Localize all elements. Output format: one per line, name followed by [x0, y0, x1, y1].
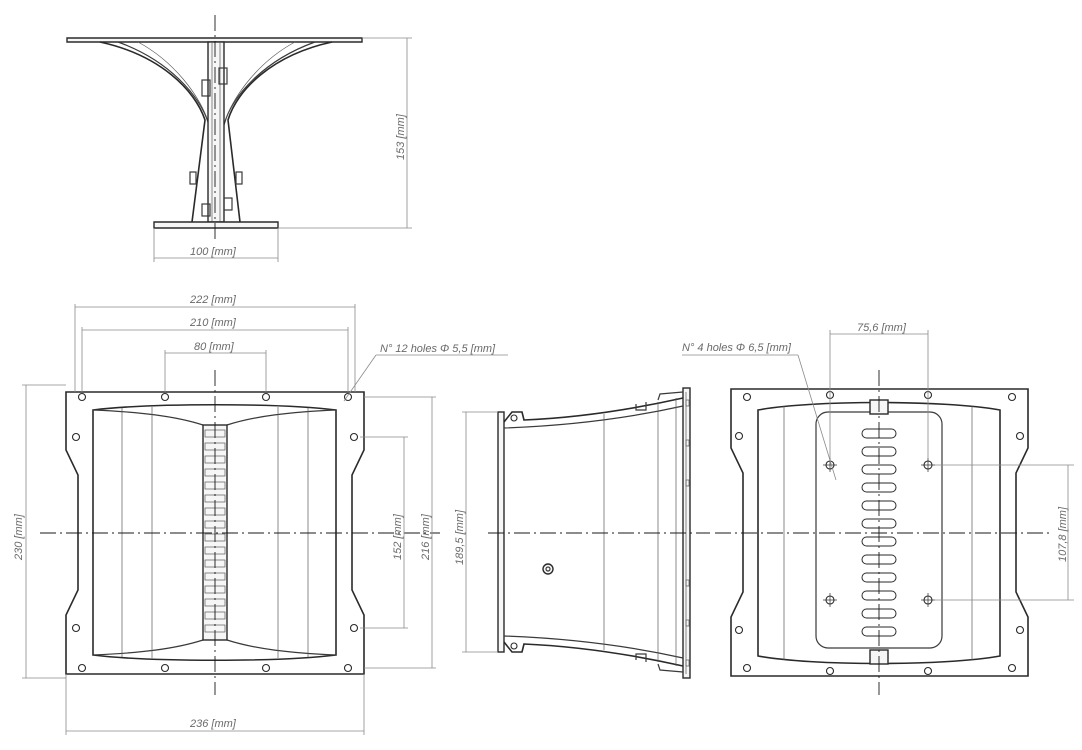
flare-outer-left [99, 41, 206, 223]
dim-front-hole-height: 152 [mm] [392, 513, 404, 560]
front-hole [77, 663, 87, 673]
dim-front-total-width: 236 [mm] [189, 718, 237, 730]
front-hole [343, 392, 353, 402]
profile-connector [542, 563, 554, 575]
profile-view: 189,5 [mm] [454, 387, 710, 679]
dim-rear-hole-height: 107,8 [mm] [1057, 506, 1069, 562]
dim-base-width: 100 [mm] [190, 246, 237, 258]
driver-bracket-foot [201, 203, 211, 217]
front-hole [261, 392, 271, 402]
dim-front-center-holes: 80 [mm] [194, 341, 235, 353]
base-plate [153, 221, 279, 229]
front-hole [349, 623, 359, 633]
flare-rib-right [225, 41, 296, 119]
top-view: 153 [mm] 100 [mm] [66, 15, 412, 262]
rear-mouth [757, 401, 1001, 665]
note-front-holes: N° 12 holes Φ 5,5 [mm] [380, 343, 496, 355]
dim-front-hole-span: 210 [mm] [189, 317, 237, 329]
front-hole [349, 432, 359, 442]
front-hole [77, 392, 87, 402]
flare-inner-left [117, 41, 210, 126]
driver-bracket-foot-r [223, 197, 233, 211]
rear-view: 75,6 [mm] N° 4 holes Φ 6,5 [mm] 107,8 [m… [682, 322, 1074, 695]
profile-top-contour [503, 397, 684, 423]
driver-bracket-low-right [235, 171, 243, 185]
flare-rib-left [137, 41, 208, 119]
flare-outer-right [227, 41, 333, 223]
front-hole [261, 663, 271, 673]
profile-left-flange [497, 411, 505, 653]
profile-bottom-contour [503, 641, 684, 667]
front-hole [160, 663, 170, 673]
front-view: 222 [mm] 210 [mm] 80 [mm] N° 12 holes Φ … [13, 294, 508, 735]
driver-bracket-low-left [189, 171, 197, 185]
front-hole [160, 392, 170, 402]
front-holes [71, 392, 359, 673]
dim-front-inner-height: 216 [mm] [420, 513, 432, 561]
note-rear-holes: N° 4 holes Φ 6,5 [mm] [682, 342, 792, 354]
front-hole [343, 663, 353, 673]
dim-front-height: 230 [mm] [13, 513, 25, 561]
driver-bracket-top [218, 67, 228, 85]
dim-profile-height: 189,5 [mm] [454, 509, 466, 565]
dim-front-outer-width: 222 [mm] [189, 294, 237, 306]
rear-flange-holes [734, 390, 1025, 676]
driver-bracket-left [201, 79, 211, 97]
dim-side-height: 153 [mm] [395, 113, 407, 160]
dim-rear-hole-spacing: 75,6 [mm] [857, 322, 907, 334]
front-hole [71, 623, 81, 633]
flare-inner-right [223, 41, 316, 126]
front-hole [71, 432, 81, 442]
driver-body [207, 41, 225, 223]
top-plate [66, 37, 363, 43]
rear-flange [730, 388, 1029, 677]
